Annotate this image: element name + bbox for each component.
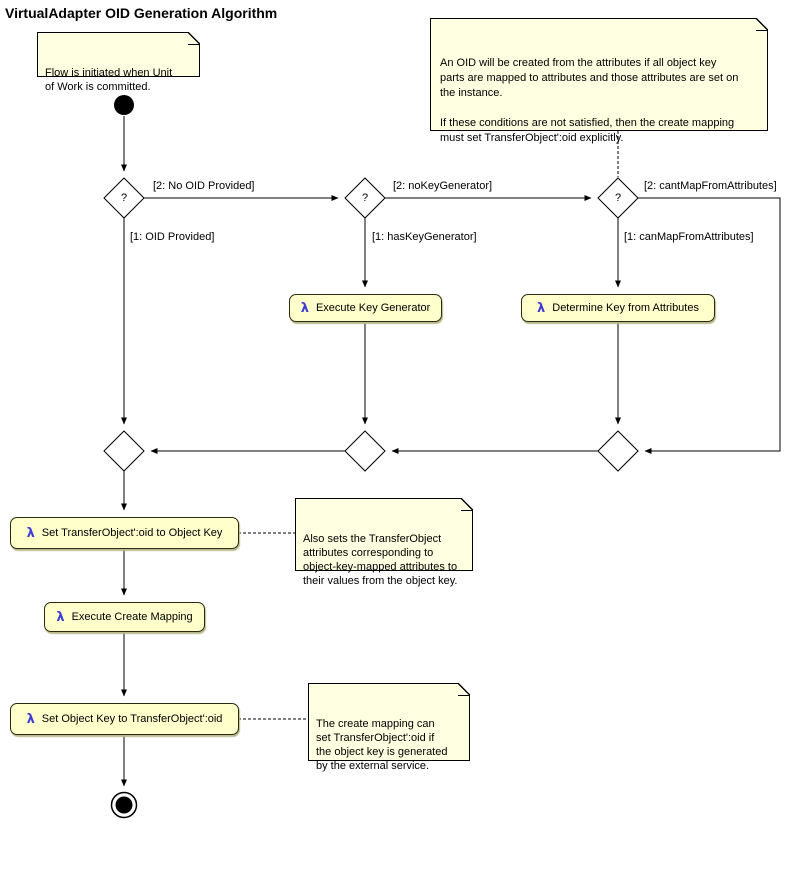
action-label: Determine Key from Attributes [552, 302, 699, 314]
lambda-icon: λ [26, 711, 35, 727]
lambda-icon: λ [56, 609, 65, 625]
note-flow-initiated-text: Flow is initiated when Unit of Work is c… [45, 67, 173, 93]
action-determine-key-from-attributes[interactable]: λ Determine Key from Attributes [521, 294, 715, 322]
edge-label-no-key-generator: [2: noKeyGenerator] [392, 180, 494, 192]
edge-label-cant-map-from-attributes: [2: cantMapFromAttributes] [643, 180, 778, 192]
merge-node-2[interactable] [344, 430, 386, 472]
action-label: Execute Key Generator [315, 302, 431, 314]
diagram-title: VirtualAdapter OID Generation Algorithm [5, 5, 278, 21]
action-set-oid-to-object-key[interactable]: λ Set TransferObject':oid to Object Key [10, 517, 239, 549]
decision-map-from-attributes[interactable] [597, 177, 639, 219]
action-execute-create-mapping[interactable]: λ Execute Create Mapping [44, 602, 205, 632]
action-execute-key-generator[interactable]: λ Execute Key Generator [289, 294, 442, 322]
note-fold-icon [188, 32, 200, 45]
initial-node[interactable] [114, 95, 134, 115]
note-fold-icon [756, 18, 768, 31]
lambda-icon: λ [26, 525, 35, 541]
note-fold-icon [458, 683, 470, 696]
lambda-icon: λ [537, 300, 546, 316]
note-create-mapping-text: The create mapping can set TransferObjec… [316, 718, 448, 772]
edge-label-can-map-from-attributes: [1: canMapFromAttributes] [623, 231, 755, 243]
edge-label-oid-provided: [1: OID Provided] [129, 231, 216, 243]
note-oid-creation-text: An OID will be created from the attribut… [440, 57, 739, 144]
edge-label-has-key-generator: [1: hasKeyGenerator] [371, 231, 478, 243]
edge-cant-map-from-attributes [638, 197, 781, 454]
merge-node-1[interactable] [103, 430, 145, 472]
action-label: Execute Create Mapping [71, 611, 193, 623]
decision-oid-provided[interactable] [103, 177, 145, 219]
final-node-core [115, 796, 133, 814]
action-set-object-key-to-oid[interactable]: λ Set Object Key to TransferObject':oid [10, 703, 239, 735]
note-also-sets-text: Also sets the TransferObject attributes … [303, 533, 458, 587]
note-also-sets[interactable]: Also sets the TransferObject attributes … [295, 498, 473, 587]
action-label: Set Object Key to TransferObject':oid [41, 713, 223, 725]
note-oid-creation[interactable]: An OID will be created from the attribut… [430, 18, 768, 144]
lambda-icon: λ [300, 300, 309, 316]
edge-label-no-oid-provided: [2: No OID Provided] [152, 180, 256, 192]
note-create-mapping[interactable]: The create mapping can set TransferObjec… [308, 683, 470, 772]
decision-key-generator[interactable] [344, 177, 386, 219]
note-flow-initiated[interactable]: Flow is initiated when Unit of Work is c… [37, 32, 200, 93]
action-label: Set TransferObject':oid to Object Key [41, 527, 223, 539]
note-fold-icon [461, 498, 473, 511]
merge-node-3[interactable] [597, 430, 639, 472]
